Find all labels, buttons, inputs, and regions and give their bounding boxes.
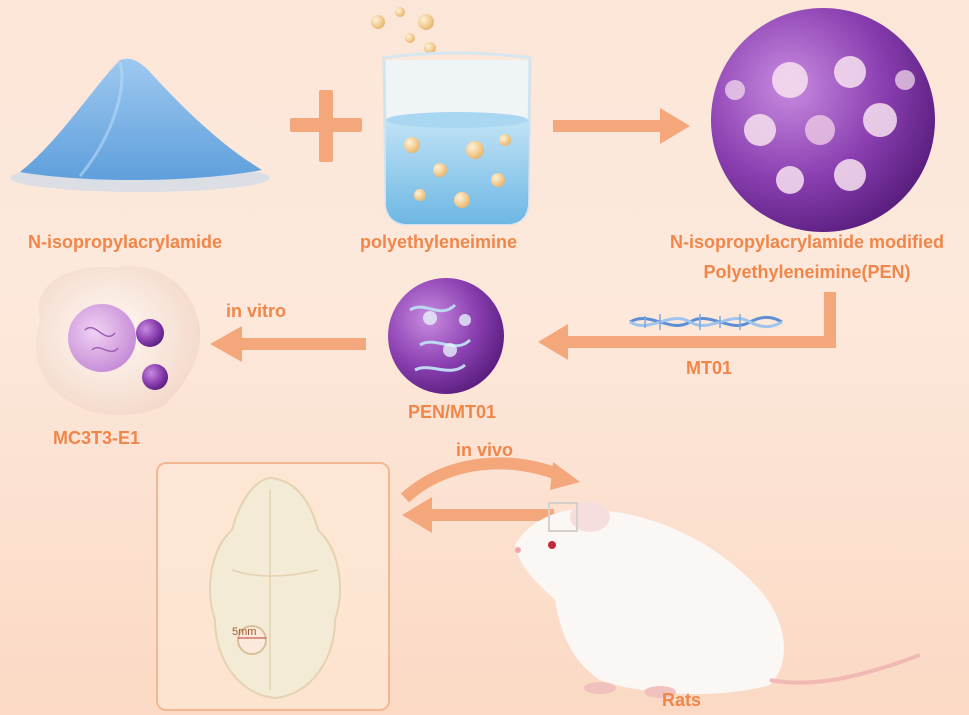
label-monomer: N-isopropylacrylamide <box>28 232 223 252</box>
label-polymer: polyethyleneimine <box>360 232 518 252</box>
in-vivo-arrows <box>400 457 580 533</box>
label-product-line1: N-isopropylacrylamide modified <box>669 232 945 252</box>
label-product-line2: Polyethyleneimine(PEN) <box>703 262 911 282</box>
complex-sphere-icon <box>388 278 504 394</box>
plus-icon <box>290 90 362 162</box>
powder-pile-icon <box>10 58 270 192</box>
label-complex: PEN/MT01 <box>408 402 497 422</box>
arrow-to-cell <box>210 326 366 362</box>
label-gene: MT01 <box>686 358 733 378</box>
cell-icon <box>36 266 201 416</box>
rat-icon <box>515 502 921 698</box>
nanosphere-icon <box>711 8 935 232</box>
label-in-vitro: in vitro <box>226 301 287 321</box>
arrow-to-pen <box>553 108 690 144</box>
arrow-to-complex <box>538 292 836 360</box>
label-in-vivo: in vivo <box>456 440 514 460</box>
beaker-icon <box>371 7 533 226</box>
label-defect-size: 5mm <box>232 626 257 638</box>
label-cell: MC3T3-E1 <box>53 428 141 448</box>
label-animal: Rats <box>662 690 702 710</box>
dna-helix-icon <box>629 314 783 330</box>
